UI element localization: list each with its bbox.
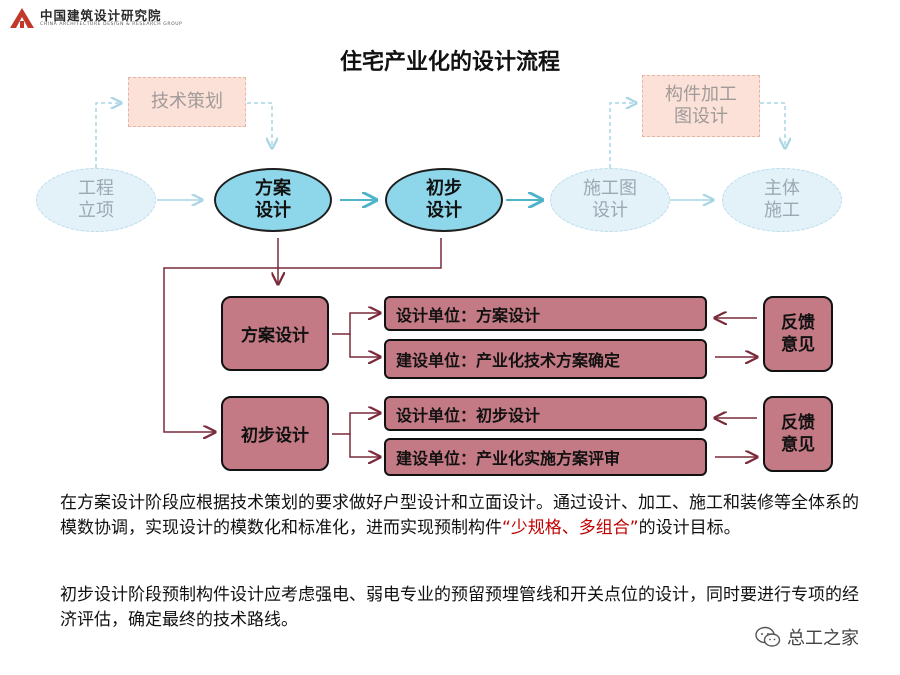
paragraph-prelim: 初步设计阶段预制构件设计应考虑强电、弱电专业的预留预埋管线和开关点位的设计，同时… <box>60 583 860 633</box>
paragraph-scheme-end: 的设计目标。 <box>638 518 741 538</box>
feedback-line1: 反馈 <box>781 312 815 333</box>
watermark: 总工之家 <box>755 624 859 650</box>
arrow-project-to-techplan <box>95 103 121 168</box>
task-box: 设计单位：方案设计 <box>384 296 707 331</box>
node-scheme-line2: 设计 <box>255 200 291 221</box>
feedback-line1: 反馈 <box>781 412 815 433</box>
phase-prelim-label: 初步设计 <box>241 426 309 446</box>
highlight-text: “少规格、多组合” <box>502 518 639 538</box>
task-label: 建设单位：产业化实施方案评审 <box>396 449 621 468</box>
node-main-line1: 主体 <box>764 177 800 199</box>
arrow-component-to-main <box>760 102 785 148</box>
logo-icon <box>10 8 34 28</box>
node-project-line1: 工程 <box>78 177 114 199</box>
feedback-line2: 意见 <box>781 435 815 455</box>
node-scheme-design: 方案设计 <box>214 168 332 232</box>
node-scheme-line1: 方案 <box>255 177 291 199</box>
node-project-line2: 立项 <box>78 200 114 221</box>
task-label: 设计单位：方案设计 <box>396 305 541 325</box>
node-drawing-line1: 施工图 <box>583 177 637 199</box>
feedback-line2: 意见 <box>781 335 815 355</box>
node-main-line2: 施工 <box>764 200 800 221</box>
paragraph-scheme-text: 在方案设计阶段应根据技术策划的要求做好户型设计和立面设计。通过设计、加工、施工和… <box>60 493 859 538</box>
page-title: 住宅产业化的设计流程 <box>339 50 560 75</box>
tech-plan-label: 技术策划 <box>151 90 223 112</box>
component-design-line1: 构件加工 <box>665 83 737 105</box>
task-label: 设计单位：初步设计 <box>396 405 541 425</box>
node-construction-drawing: 施工图设计 <box>550 168 670 232</box>
paragraph-scheme: 在方案设计阶段应根据技术策划的要求做好户型设计和立面设计。通过设计、加工、施工和… <box>60 491 860 541</box>
feedback-box: 反馈意见 <box>763 296 833 372</box>
arrow-drawing-to-component <box>609 103 636 168</box>
phase-scheme-design: 方案设计 <box>221 296 329 371</box>
node-project-initiation: 工程立项 <box>36 168 156 232</box>
tech-plan-box: 技术策划 <box>128 77 246 127</box>
node-preliminary-design: 初步设计 <box>385 168 503 232</box>
wechat-icon <box>755 626 781 647</box>
task-box: 设计单位：初步设计 <box>384 396 707 431</box>
node-prelim-line1: 初步 <box>426 177 462 199</box>
task-box: 建设单位：产业化实施方案评审 <box>384 438 707 476</box>
watermark-text: 总工之家 <box>787 628 859 649</box>
arrow-techplan-to-scheme <box>247 102 272 148</box>
node-prelim-line2: 设计 <box>426 200 462 221</box>
node-main-construction: 主体施工 <box>722 168 842 232</box>
feedback-box: 反馈意见 <box>763 396 833 472</box>
paragraph-prelim-text: 初步设计阶段预制构件设计应考虑强电、弱电专业的预留预埋管线和开关点位的设计，同时… <box>60 585 859 630</box>
node-drawing-line2: 设计 <box>592 200 628 221</box>
component-design-box: 构件加工 图设计 <box>642 75 760 137</box>
phase-preliminary-design: 初步设计 <box>221 396 329 471</box>
phase-scheme-label: 方案设计 <box>241 326 309 346</box>
component-design-line2: 图设计 <box>674 106 728 127</box>
org-name-en: CHINA ARCHITECTURE DESIGN & RESEARCH GRO… <box>40 22 183 27</box>
arrow-prelim-down <box>163 238 442 432</box>
task-label: 建设单位：产业化技术方案确定 <box>396 351 621 370</box>
org-name-cn: 中国建筑设计研究院 <box>40 8 162 23</box>
task-box: 建设单位：产业化技术方案确定 <box>384 339 707 379</box>
